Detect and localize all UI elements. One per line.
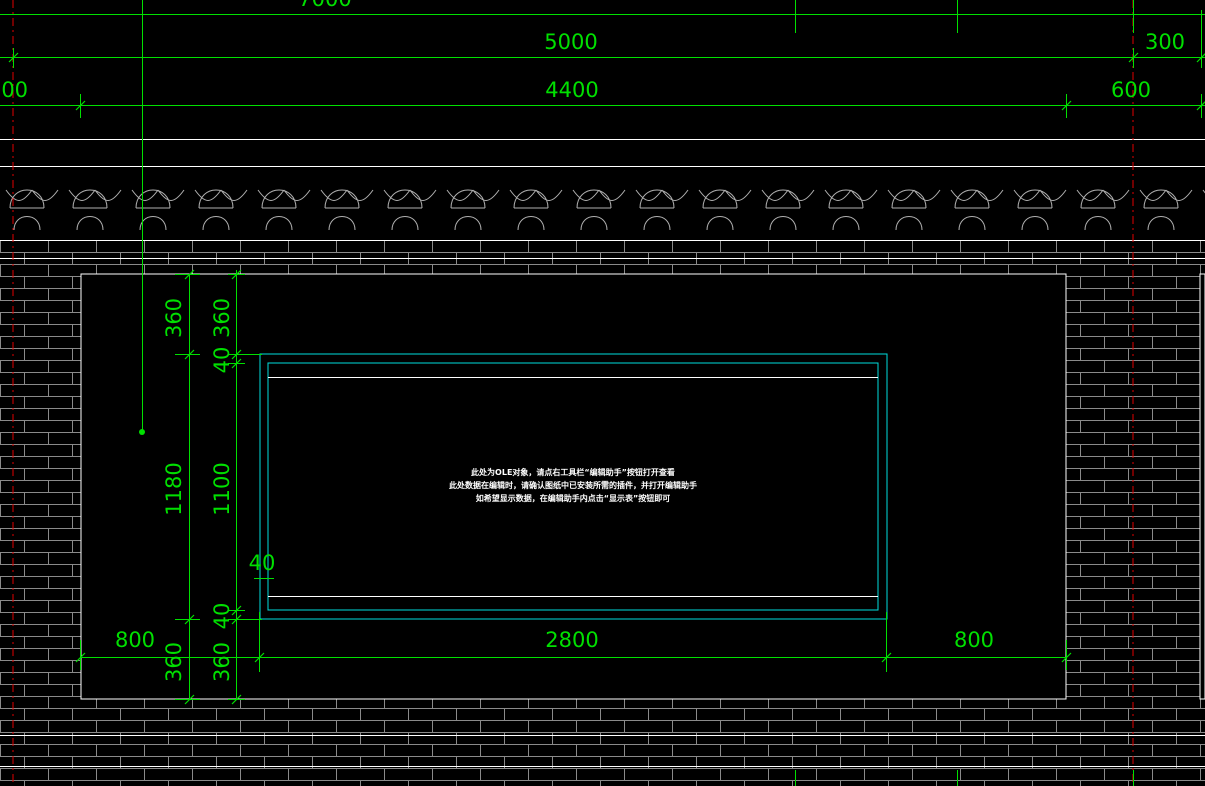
dim-outer-bottom: 360 [162, 642, 186, 682]
axis-lines [12, 0, 1134, 786]
dim-second-left: 600 [0, 78, 28, 102]
dim-top-main: 5000 [544, 30, 597, 54]
dim-top-partial: 7000 [298, 0, 351, 11]
ole-notice-line-3: 如希望显示数据，在编辑助手内点击“显示表”按钮即可 [476, 493, 671, 503]
dim-top-right: 300 [1145, 30, 1185, 54]
brick-wall [0, 240, 1205, 786]
dim-second-main: 4400 [545, 78, 598, 102]
base-lines [0, 273, 1205, 767]
dim-inner-frame-top: 40 [210, 347, 234, 374]
dim-inner-top: 360 [210, 298, 234, 338]
dim-inner-bottom: 360 [210, 642, 234, 682]
dim-bottom-left: 800 [115, 628, 155, 652]
dim-second-right: 600 [1111, 78, 1151, 102]
roof-tile-band [0, 139, 1205, 259]
leader-dot [139, 429, 145, 435]
ole-notice-line-1: 此处为OLE对象，请点右工具栏“编辑助手”按钮打开查看 [471, 467, 675, 477]
dimension-ticks [8, 52, 1205, 705]
dim-bottom-center: 2800 [545, 628, 598, 652]
ole-notice-line-2: 此处数据在编辑时，请确认图纸中已安装所需的插件，并打开编辑助手 [449, 480, 697, 490]
dim-inner-middle: 1100 [210, 462, 234, 515]
dim-bottom-right: 800 [954, 628, 994, 652]
dim-frame-side: 40 [249, 551, 276, 575]
ole-notice: 此处为OLE对象，请点右工具栏“编辑助手”按钮打开查看 此处数据在编辑时，请确认… [449, 467, 697, 503]
dim-outer-middle: 1180 [162, 462, 186, 515]
window-frame [259, 353, 888, 620]
dim-inner-frame-bottom: 40 [210, 603, 234, 630]
dim-outer-top: 360 [162, 298, 186, 338]
